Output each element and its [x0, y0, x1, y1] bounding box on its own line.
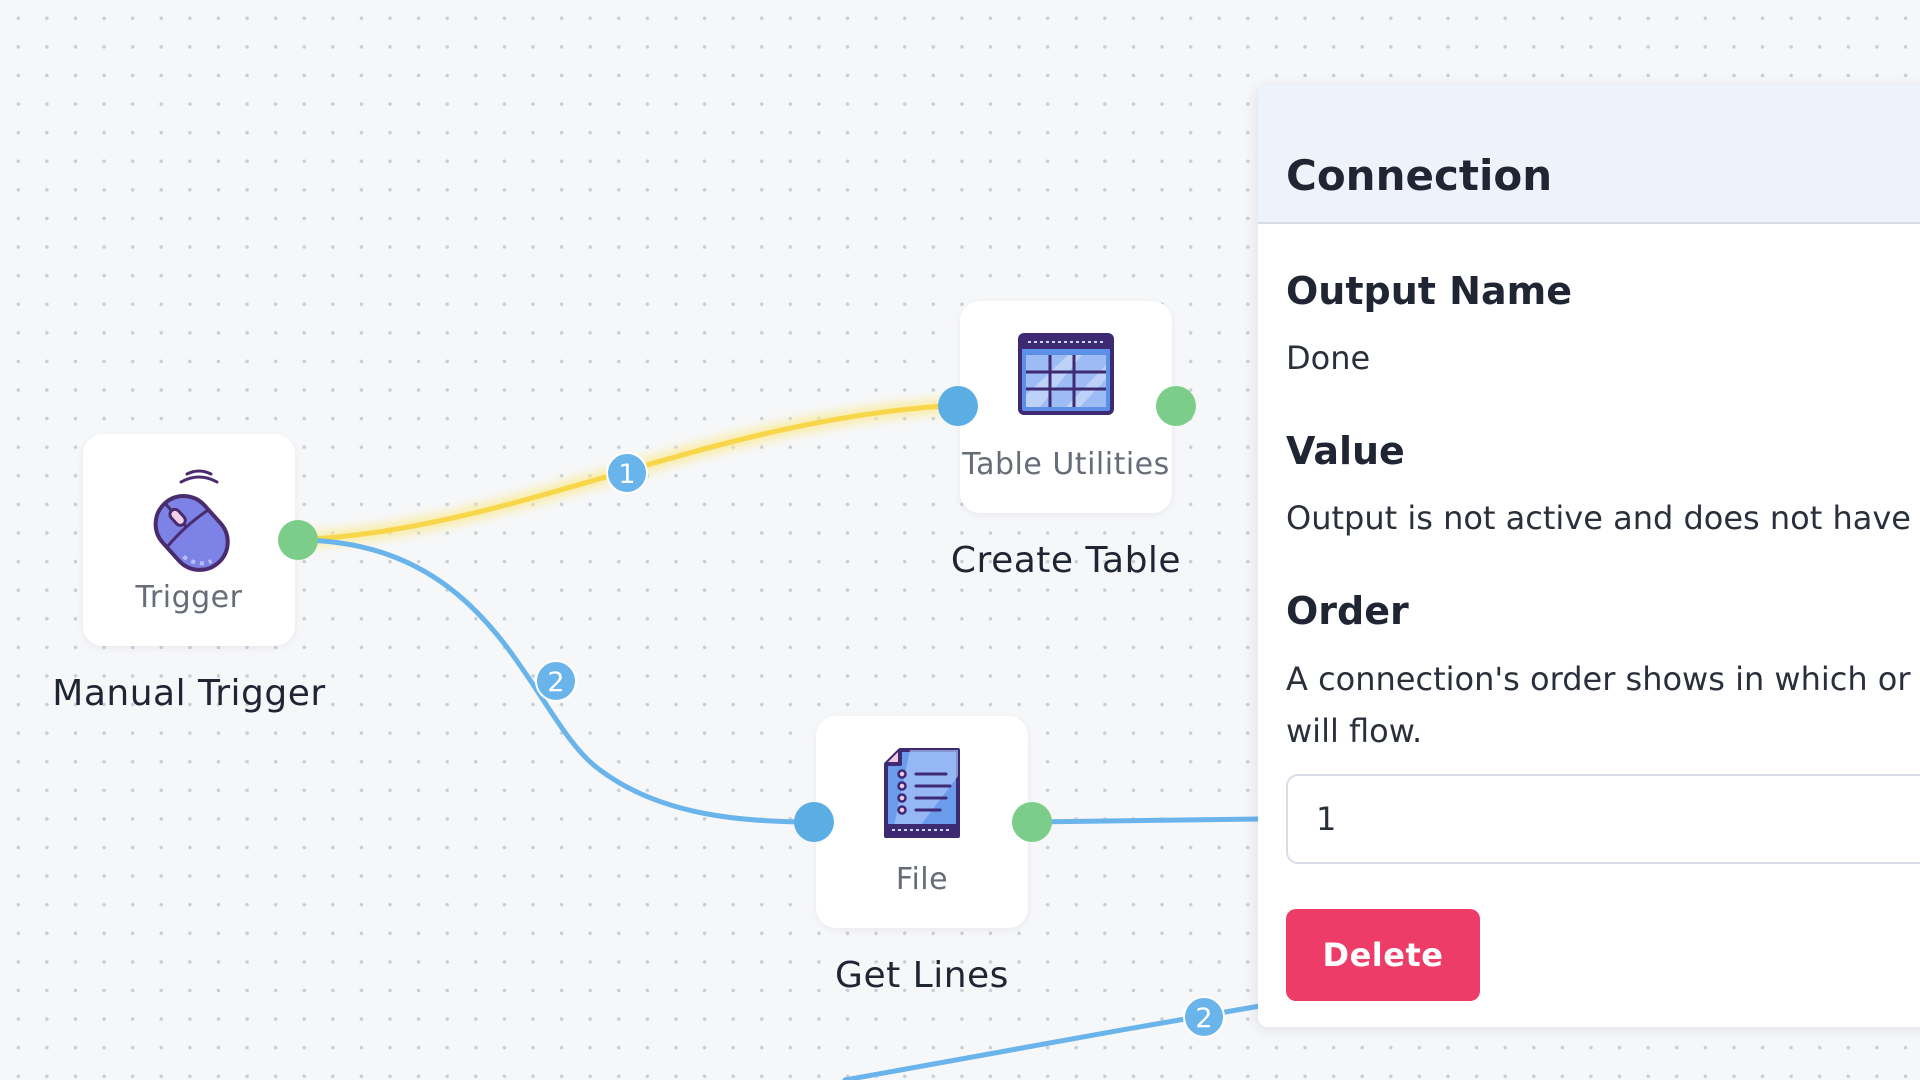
order-description-line-1: A connection's order shows in which or: [1286, 660, 1911, 698]
output-port-get-lines[interactable]: [1012, 802, 1052, 842]
node-name-manual-trigger: Manual Trigger: [52, 673, 326, 714]
connection-order-badge-bottom[interactable]: 2: [1183, 996, 1225, 1038]
connection-panel: Connection Output Name Done Value Output…: [1258, 85, 1920, 1027]
order-input[interactable]: [1286, 774, 1920, 864]
order-description-line-2: will flow.: [1286, 712, 1423, 750]
delete-button[interactable]: Delete: [1286, 909, 1480, 1001]
node-name-get-lines: Get Lines: [835, 955, 1009, 996]
node-name-create-table: Create Table: [950, 540, 1182, 581]
node-get-lines[interactable]: File: [816, 716, 1028, 928]
value-label: Value: [1286, 429, 1405, 473]
order-label: Order: [1286, 589, 1409, 633]
file-document-icon: [880, 746, 964, 846]
output-port-create-table[interactable]: [1156, 386, 1196, 426]
mouse-trigger-icon: [141, 464, 237, 580]
panel-header: Connection: [1258, 85, 1920, 224]
input-port-get-lines[interactable]: [794, 802, 834, 842]
input-port-create-table[interactable]: [938, 386, 978, 426]
output-port-manual-trigger[interactable]: [278, 520, 318, 560]
node-manual-trigger[interactable]: Trigger: [83, 434, 295, 646]
node-type-label: Table Utilities: [962, 447, 1170, 482]
connection-edge-2[interactable]: [294, 537, 816, 825]
node-type-label: File: [895, 862, 949, 897]
output-name-value: Done: [1286, 339, 1371, 377]
connection-order-badge-2[interactable]: 2: [535, 660, 577, 702]
connection-edge-get-lines-out[interactable]: [1029, 816, 1263, 825]
connection-order-badge-1[interactable]: 1: [606, 452, 648, 494]
value-text: Output is not active and does not have: [1286, 499, 1911, 537]
panel-title: Connection: [1286, 151, 1553, 200]
table-grid-icon: [1016, 331, 1116, 421]
output-name-label: Output Name: [1286, 269, 1572, 313]
node-type-label: Trigger: [135, 580, 243, 615]
node-create-table[interactable]: Table Utilities: [960, 301, 1172, 513]
